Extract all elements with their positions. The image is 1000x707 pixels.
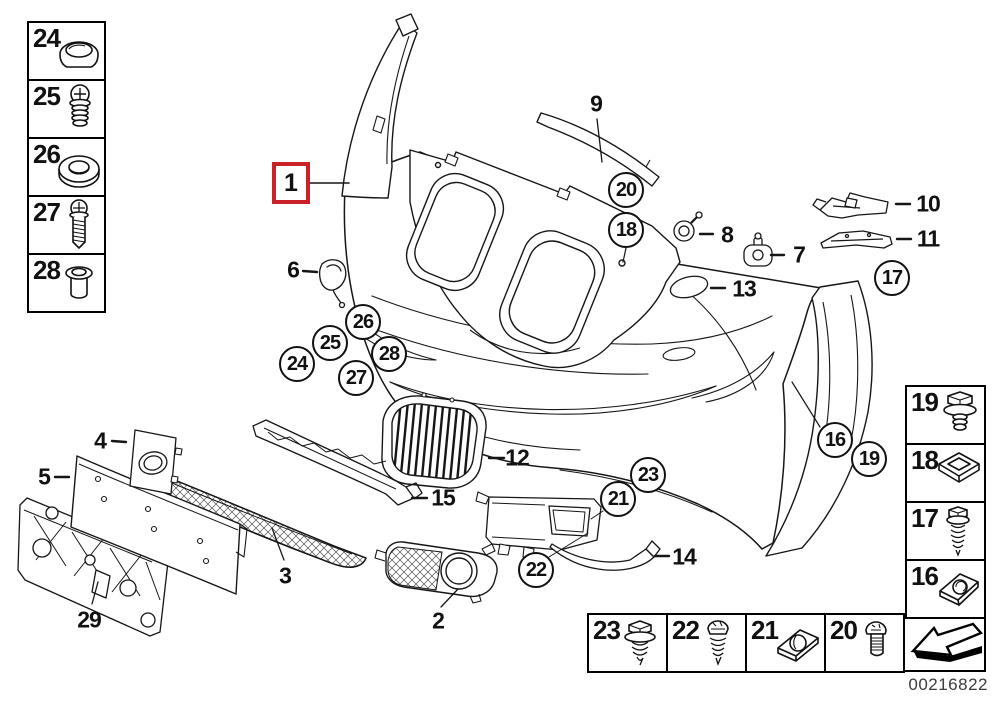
legend-part-number: 23 — [593, 615, 621, 645]
hex-bolt-washer-icon — [934, 389, 982, 443]
bumper-left-pillar — [342, 14, 418, 198]
legend-box-18[interactable]: 18 — [905, 443, 986, 503]
legend-part-number: 17 — [911, 503, 939, 533]
hex-tapping-screw-icon — [934, 505, 982, 559]
callout-circle-23[interactable]: 23 — [630, 457, 666, 493]
highlighted-callout-1[interactable]: 1 — [272, 162, 310, 204]
legend-part-number: 24 — [33, 23, 61, 53]
square-clip-nut-icon — [934, 447, 982, 501]
callout-label-6[interactable]: 6 — [287, 256, 300, 283]
callout-circle-18[interactable]: 18 — [608, 212, 644, 248]
phillips-screw-icon — [56, 83, 102, 137]
sheet-metal-clip-icon — [934, 563, 982, 617]
pan-head-screw-icon — [695, 617, 743, 671]
legend-box-21[interactable]: 21 — [745, 613, 826, 673]
legend-part-number: 19 — [911, 387, 939, 417]
grille-slats — [393, 403, 471, 480]
callout-circle-27[interactable]: 27 — [338, 360, 374, 396]
direction-of-travel-arrow-icon — [905, 619, 984, 662]
callout-circle-25[interactable]: 25 — [312, 325, 348, 361]
callout-label-11[interactable]: 11 — [916, 225, 940, 252]
legend-box-19[interactable]: 19 — [905, 385, 986, 445]
legend-box-23[interactable]: 23 — [587, 613, 668, 673]
impact-carrier-part29 — [18, 498, 168, 636]
callout-label-15[interactable]: 15 — [431, 484, 456, 511]
legend-box-25[interactable]: 25 — [27, 79, 106, 139]
speed-nut-clip-icon — [774, 617, 822, 671]
callout-label-2[interactable]: 2 — [432, 607, 445, 634]
kidney-opening-left — [399, 166, 511, 298]
callout-label-13[interactable]: 13 — [732, 275, 757, 302]
callout-label-5[interactable]: 5 — [38, 463, 51, 490]
clip-part8 — [674, 212, 702, 241]
legend-box-17[interactable]: 17 — [905, 501, 986, 561]
fog-grille-part2 — [375, 542, 497, 603]
legend-part-number: 20 — [830, 615, 858, 645]
bracket-assembly-part14 — [476, 492, 660, 570]
screw-hole — [619, 260, 625, 266]
cover-part13 — [668, 273, 710, 302]
callout-label-9[interactable]: 9 — [590, 90, 603, 117]
callout-circle-16[interactable]: 16 — [817, 422, 853, 458]
legend-part-number: 25 — [33, 81, 61, 111]
grille-support-frame — [399, 150, 680, 368]
strip-part11 — [821, 231, 892, 248]
callout-circle-21[interactable]: 21 — [600, 481, 636, 517]
legend-box-22[interactable]: 22 — [666, 613, 747, 673]
legend-part-number: 22 — [672, 615, 700, 645]
callout-circle-17[interactable]: 17 — [874, 260, 910, 296]
callout-label-29[interactable]: 29 — [77, 606, 102, 633]
callout-label-14[interactable]: 14 — [672, 543, 697, 570]
sleeve-nut-icon — [56, 257, 102, 311]
legend-part-number: 28 — [33, 255, 61, 285]
callout-label-4[interactable]: 4 — [94, 427, 107, 454]
screw-hole — [436, 163, 441, 168]
callout-circle-26[interactable]: 26 — [345, 304, 381, 340]
callout-label-10[interactable]: 10 — [916, 190, 941, 217]
diagram-number: 00216822 — [908, 675, 988, 694]
grommet-part7 — [744, 233, 772, 266]
callout-label-3[interactable]: 3 — [279, 562, 292, 589]
legend-part-number: 16 — [911, 561, 939, 591]
direction-arrow-box — [903, 617, 986, 672]
leader-lines — [55, 119, 911, 607]
callout-circle-22[interactable]: 22 — [518, 552, 554, 588]
legend-box-20[interactable]: 20 — [824, 613, 905, 673]
legend-box-16[interactable]: 16 — [905, 559, 986, 619]
legend-part-number: 27 — [33, 197, 61, 227]
callout-circle-28[interactable]: 28 — [371, 336, 407, 372]
callout-circle-20[interactable]: 20 — [608, 172, 644, 208]
legend-box-28[interactable]: 28 — [27, 253, 106, 313]
legend-part-number: 18 — [911, 445, 939, 475]
rubbing-strip-part9 — [537, 113, 659, 186]
cover-cap-icon — [56, 25, 102, 79]
plate-part4 — [130, 430, 182, 494]
kidney-opening-right — [491, 222, 612, 361]
callout-circle-19[interactable]: 19 — [851, 441, 887, 477]
round-head-screw-icon — [853, 617, 901, 671]
bracket-part10 — [813, 193, 888, 218]
legend-box-24[interactable]: 24 — [27, 21, 106, 81]
support-bracket-part15 — [253, 420, 422, 505]
callout-label-12[interactable]: 12 — [505, 444, 530, 471]
legend-box-27[interactable]: 27 — [27, 195, 106, 255]
machine-screw-icon — [56, 199, 102, 253]
callout-label-7[interactable]: 7 — [793, 241, 806, 268]
hook-part6 — [320, 260, 346, 308]
callout-label-8[interactable]: 8 — [721, 221, 734, 248]
legend-part-number: 21 — [751, 615, 779, 645]
kidney-grille-part12 — [382, 393, 486, 494]
legend-box-26[interactable]: 26 — [27, 137, 106, 197]
callout-circle-24[interactable]: 24 — [279, 346, 315, 382]
legend-part-number: 26 — [33, 139, 61, 169]
hex-washer-screw-icon — [616, 617, 664, 671]
washer-grommet-icon — [56, 141, 102, 195]
